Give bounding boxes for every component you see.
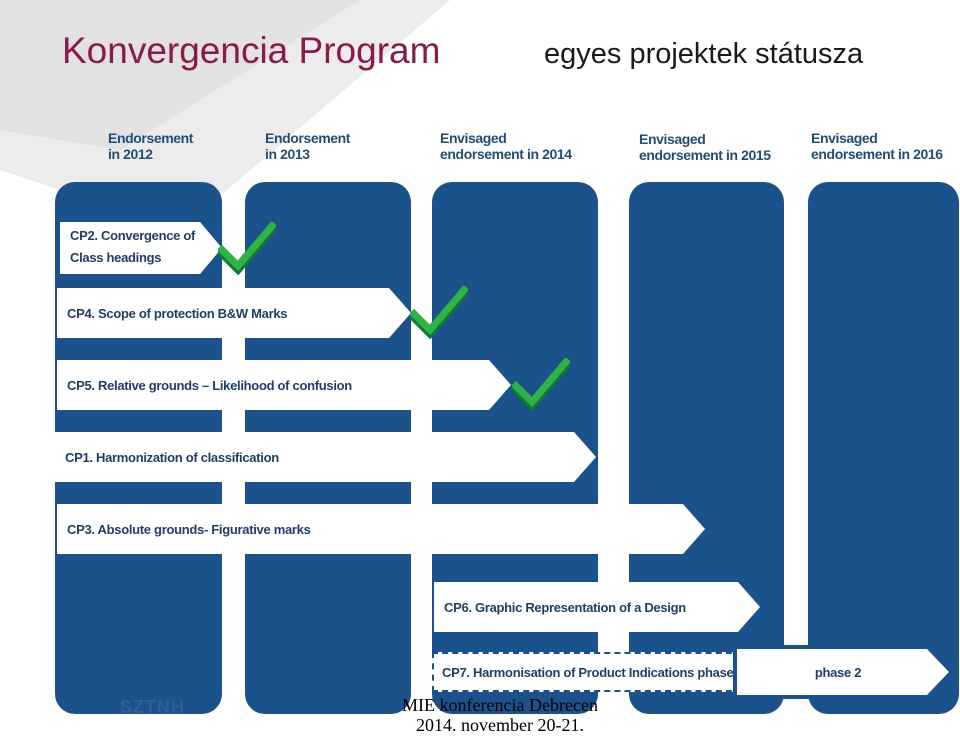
check-icon (512, 358, 570, 412)
page-title: Konvergencia Program (62, 30, 441, 71)
page-subtitle: egyes projektek státusza (544, 38, 864, 70)
check-icon (218, 222, 276, 276)
project-arrow-cp7: CP7. Harmonisation of Product Indication… (432, 652, 742, 692)
project-arrow-cp5: CP5. Relative grounds – Likelihood of co… (57, 360, 511, 410)
column-2015 (629, 182, 784, 714)
project-arrow-cp4: CP4. Scope of protection B&W Marks (57, 288, 411, 338)
connector-strip (598, 556, 629, 578)
footer-text: MIE konferencia Debrecen 2014. november … (402, 695, 598, 735)
connector-strip (411, 412, 432, 430)
phase2-arrow: phase 2 (737, 649, 949, 695)
connector-strip (222, 340, 245, 358)
column-header-2014: Envisaged endorsement in 2014 (440, 130, 572, 162)
column-header-2012: Endorsement in 2012 (108, 130, 194, 162)
column-header-2016: Envisaged endorsement in 2016 (811, 130, 943, 162)
project-arrow-cp6: CP6. Graphic Representation of a Design (434, 582, 760, 632)
column-header-2013: Endorsement in 2013 (265, 130, 351, 162)
project-arrow-cp3: CP3. Absolute grounds- Figurative marks (57, 504, 705, 554)
project-arrow-cp1: CP1. Harmonization of classification (55, 432, 596, 482)
column-2016 (808, 182, 959, 714)
project-arrow-cp2: CP2. Convergence of Class headings (60, 222, 222, 274)
column-header-2015: Envisaged endorsement in 2015 (639, 131, 771, 163)
logo-text: SZTNH (120, 697, 185, 717)
check-icon (410, 286, 468, 340)
